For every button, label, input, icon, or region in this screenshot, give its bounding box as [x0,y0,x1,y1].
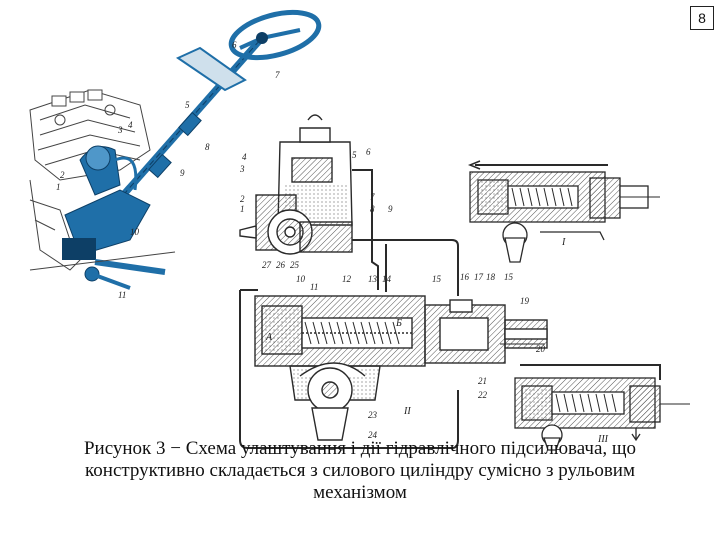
pump-label-2: 2 [240,194,245,204]
mech-label-21: 21 [478,376,487,386]
pump-label-26: 26 [276,260,286,270]
pump-label-25: 25 [290,260,300,270]
steering-mechanism [254,295,548,441]
overview-label-10: 10 [130,227,140,237]
mode-label-i: I [561,237,566,248]
mech-label-20: 20 [536,344,546,354]
steering-overview: 1 2 3 4 5 6 7 8 9 10 11 [29,9,322,300]
page-number: 8 [690,6,714,30]
worm-screw [304,321,400,345]
overview-label-5: 5 [185,100,190,110]
overview-labels: 1 2 3 4 5 6 7 8 9 10 11 [56,40,280,300]
pump-label-1: 1 [240,204,245,214]
pump-section [239,114,373,255]
steering-wheel [228,9,322,61]
overview-label-2: 2 [60,170,65,180]
mech-label-11: 11 [310,282,318,292]
pump-assembly [79,145,138,196]
hydraulic-lines [239,239,459,449]
overview-label-3: 3 [117,125,123,135]
overview-label-1: 1 [56,182,61,192]
mech-label-10: 10 [296,274,306,284]
engine-block-sketch [29,89,151,271]
pump-labels: 1 2 3 4 5 6 7 8 9 27 26 25 [239,147,393,270]
mechanism-labels: 10 11 12 13 14 15 16 17 18 15 19 20 21 2… [265,272,546,440]
mech-label-15b: 15 [504,272,514,282]
pump-label-9: 9 [388,204,393,214]
mech-label-13: 13 [368,274,378,284]
mech-label-15a: 15 [432,274,442,284]
mech-label-19: 19 [520,296,530,306]
mech-label-22: 22 [478,390,488,400]
mech-label-17: 17 [474,272,484,282]
pump-label-7: 7 [370,192,375,202]
mech-label-24: 24 [368,430,378,440]
overview-label-7: 7 [275,70,280,80]
pump-label-8: 8 [370,204,375,214]
pump-label-5: 5 [352,150,357,160]
overview-label-8: 8 [205,142,210,152]
mode-label-ii: II [403,406,411,417]
mech-label-12: 12 [342,274,352,284]
mode-i-diagram [467,160,660,263]
overview-label-6: 6 [232,40,237,50]
mode-iii-diagram [514,364,690,451]
mode-label-iii: III [597,434,609,445]
overview-label-11: 11 [118,290,126,300]
pump-label-6: 6 [366,147,371,157]
chamber-label-a: А [265,332,273,343]
pump-label-3: 3 [239,164,245,174]
mech-label-18: 18 [486,272,496,282]
mech-label-14: 14 [382,274,392,284]
figure-caption: Рисунок 3 − Схема улаштування і дії гідр… [83,438,637,503]
steering-box [29,189,176,290]
mech-label-16: 16 [460,272,470,282]
overview-label-9: 9 [180,168,185,178]
overview-label-4: 4 [128,120,133,130]
chamber-label-b: Б [395,318,402,329]
pump-label-4: 4 [242,152,247,162]
mech-label-23: 23 [368,410,378,420]
steering-column [107,37,263,213]
pump-label-27: 27 [262,260,272,270]
